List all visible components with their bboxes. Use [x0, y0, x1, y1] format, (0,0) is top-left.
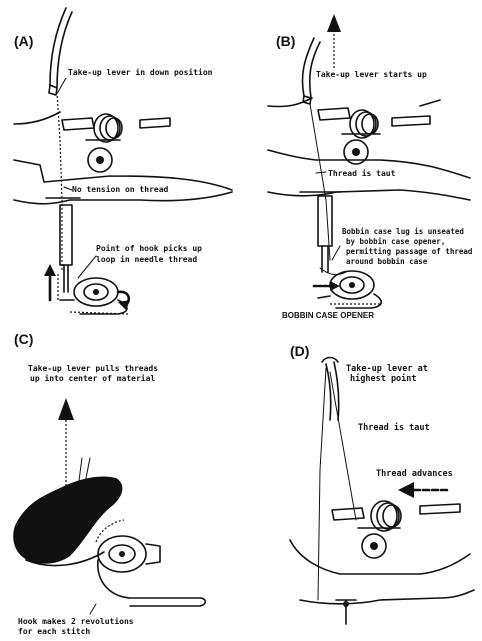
- label-take-up-highest-2: highest point: [350, 373, 417, 384]
- rotation-arrow-icon: [116, 290, 131, 310]
- panel-d: (D) Take-up lever at highest point: [289, 343, 475, 625]
- tension-assembly: [357, 500, 402, 559]
- left-arrow-icon: [398, 482, 450, 498]
- left-arrow-icon: [312, 281, 340, 291]
- label-hook-revolutions-1: Hook makes 2 revolutions: [18, 616, 134, 626]
- label-take-up-pulls-2: up into center of material: [30, 373, 155, 383]
- label-thread-advances: Thread advances: [376, 469, 453, 479]
- panel-a-letter: (A): [14, 33, 33, 49]
- tension-assembly: [85, 113, 123, 173]
- panel-c-letter: (C): [14, 331, 33, 347]
- label-hook-revolutions-2: for each stitch: [18, 626, 90, 636]
- up-arrow-icon: [58, 398, 74, 490]
- label-bobbin-case-opener: BOBBIN CASE OPENER: [282, 311, 374, 320]
- label-take-up-lever-down: Take-up lever in down position: [68, 67, 213, 77]
- hook-bobbin-case: [59, 277, 131, 315]
- hook-bobbin-case: [95, 519, 207, 607]
- label-point-of-hook-1: Point of hook picks up: [96, 243, 202, 253]
- take-up-lever: [325, 361, 340, 421]
- label-no-tension: No tension on thread: [72, 184, 169, 194]
- label-thread-taut-b: Thread is taut: [328, 168, 396, 178]
- up-arrow-icon: [44, 264, 59, 302]
- label-thread-taut-d: Thread is taut: [358, 422, 430, 433]
- take-up-lever: [49, 7, 73, 89]
- label-bobbin-lug-1: Bobbin case lug is unseated: [342, 227, 464, 236]
- panel-b-letter: (B): [276, 33, 295, 49]
- up-arrow-icon: [327, 14, 341, 68]
- label-take-up-pulls-1: Take-up lever pulls threads: [28, 364, 158, 373]
- tension-assembly: [341, 109, 381, 165]
- label-bobbin-lug-4: around bobbin case: [346, 257, 428, 266]
- take-up-lever: [301, 37, 321, 99]
- label-point-of-hook-2: loop in needle thread: [96, 254, 197, 264]
- panel-b: (B): [267, 14, 472, 320]
- material-fabric: [13, 476, 123, 564]
- label-take-up-lever-starts: Take-up lever starts up: [316, 70, 427, 79]
- panel-a: (A): [13, 7, 233, 315]
- hook-bobbin-case: [317, 267, 383, 309]
- label-take-up-highest-1: Take-up lever at: [346, 364, 428, 374]
- label-bobbin-lug-3: permitting passage of thread: [346, 247, 472, 256]
- label-bobbin-lug-2: by bobbin case opener,: [346, 237, 445, 246]
- panel-d-letter: (D): [290, 343, 309, 359]
- panel-c: (C) Take-up lever pulls threads up into …: [13, 331, 207, 636]
